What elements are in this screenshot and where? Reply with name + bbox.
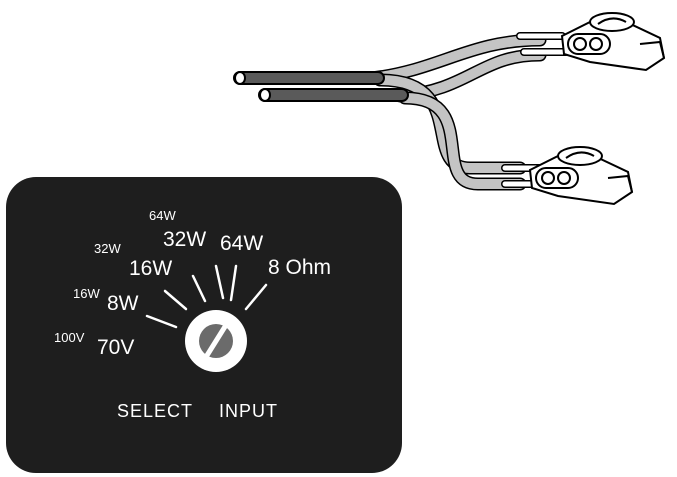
label-64w: 64W: [220, 232, 264, 255]
label-16w: 16W: [129, 257, 173, 280]
label-16w-secondary: 16W: [73, 286, 100, 301]
label-32w: 32W: [163, 228, 207, 251]
tick-8w: [163, 289, 188, 311]
tick-70v: [145, 314, 178, 329]
tick-8ohm: [244, 283, 268, 311]
tick-64w: [229, 264, 238, 302]
label-64w-secondary: 64W: [149, 208, 176, 223]
rotary-knob-icon[interactable]: [185, 310, 247, 372]
cable-jacket-lower: [258, 88, 409, 102]
select-label: SELECT: [117, 401, 194, 421]
tick-16w: [191, 274, 207, 303]
label-100v: 100V: [54, 330, 85, 345]
cable-jacket-upper: [233, 71, 385, 85]
label-8-ohm: 8 Ohm: [268, 256, 332, 279]
label-70v: 70V: [97, 336, 135, 359]
wire-connector-icon: [560, 12, 666, 72]
label-32w-secondary: 32W: [94, 241, 121, 256]
label-8w: 8W: [107, 292, 139, 315]
wire-connector-icon: [528, 146, 634, 206]
tick-32w: [214, 264, 225, 300]
input-label: INPUT: [219, 401, 278, 421]
